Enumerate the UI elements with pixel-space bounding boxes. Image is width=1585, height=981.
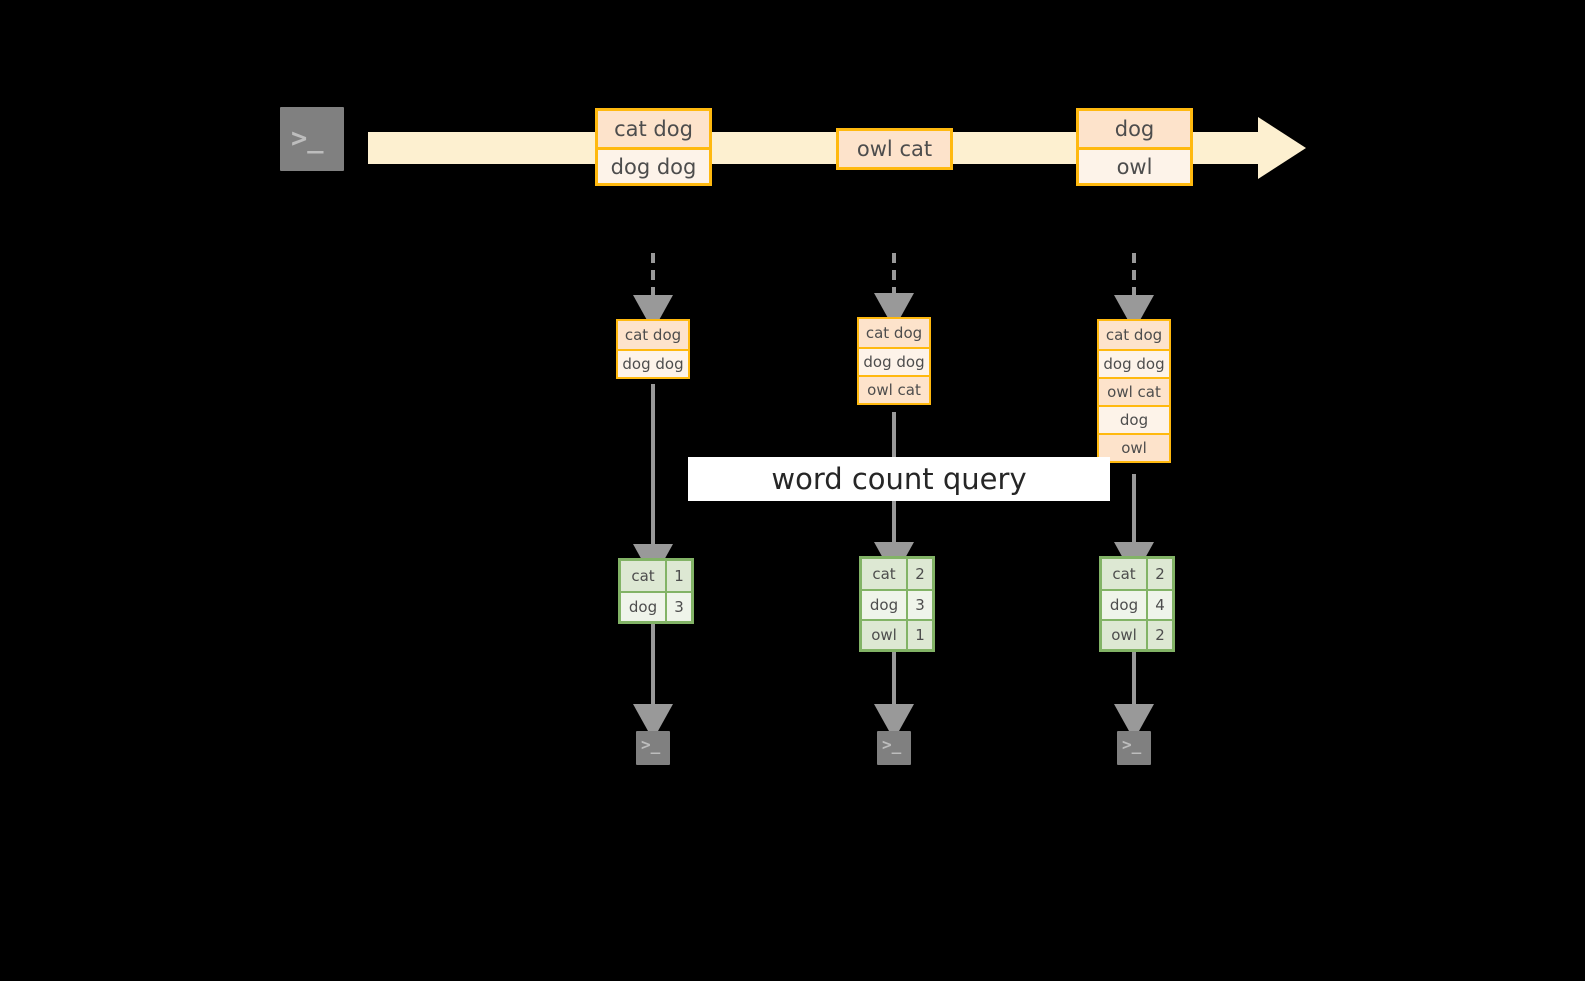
- stream-batch-1: cat dog dog dog: [595, 108, 712, 186]
- terminal-screen: [280, 107, 344, 171]
- snapshot-1-records: cat dog dog dog: [616, 319, 690, 379]
- table-row: dog 3: [862, 589, 932, 619]
- sink-terminal-icon-2: >_: [868, 722, 920, 774]
- snapshot-3-records: cat dog dog dog owl cat dog owl: [1097, 319, 1171, 463]
- table-row: cat 2: [862, 559, 932, 589]
- result-table-3: cat 2 dog 4 owl 2: [1099, 556, 1175, 652]
- terminal-prompt-glyph: >_: [291, 123, 324, 154]
- terminal-screen: [1117, 731, 1151, 765]
- record-cell: owl cat: [859, 375, 929, 403]
- terminal-prompt-glyph: >_: [882, 735, 902, 754]
- record-cell: owl cat: [839, 131, 950, 167]
- word-cell: owl: [862, 621, 906, 649]
- record-cell: dog: [1099, 405, 1169, 433]
- sink-terminal-icon-3: >_: [1108, 722, 1160, 774]
- word-cell: dog: [1102, 591, 1146, 619]
- count-cell: 2: [1146, 559, 1172, 589]
- record-cell: dog dog: [1099, 349, 1169, 377]
- terminal-screen: [636, 731, 670, 765]
- record-cell: dog: [1079, 111, 1190, 147]
- stream-batch-2: owl cat: [836, 128, 953, 170]
- record-cell: dog dog: [598, 147, 709, 183]
- table-row: dog 3: [621, 591, 691, 621]
- record-cell: cat dog: [598, 111, 709, 147]
- result-table-1: cat 1 dog 3: [618, 558, 694, 624]
- count-cell: 2: [1146, 621, 1172, 649]
- record-cell: cat dog: [1099, 321, 1169, 349]
- word-cell: cat: [862, 559, 906, 589]
- source-terminal-icon: >_: [269, 96, 355, 182]
- record-cell: dog dog: [859, 347, 929, 375]
- snapshot-2-records: cat dog dog dog owl cat: [857, 317, 931, 405]
- record-cell: owl cat: [1099, 377, 1169, 405]
- count-cell: 1: [665, 561, 691, 591]
- terminal-screen: [877, 731, 911, 765]
- table-row: cat 1: [621, 561, 691, 591]
- query-label: word count query: [688, 457, 1110, 501]
- record-cell: owl: [1099, 433, 1169, 461]
- count-cell: 2: [906, 559, 932, 589]
- table-row: owl 2: [1102, 619, 1172, 649]
- count-cell: 3: [665, 593, 691, 621]
- table-row: cat 2: [1102, 559, 1172, 589]
- count-cell: 4: [1146, 591, 1172, 619]
- table-row: dog 4: [1102, 589, 1172, 619]
- sink-terminal-icon-1: >_: [627, 722, 679, 774]
- count-cell: 3: [906, 591, 932, 619]
- word-cell: cat: [621, 561, 665, 591]
- table-row: owl 1: [862, 619, 932, 649]
- word-cell: dog: [862, 591, 906, 619]
- terminal-prompt-glyph: >_: [1122, 735, 1142, 754]
- record-cell: dog dog: [618, 349, 688, 377]
- record-cell: cat dog: [618, 321, 688, 349]
- record-cell: owl: [1079, 147, 1190, 183]
- word-cell: cat: [1102, 559, 1146, 589]
- word-cell: owl: [1102, 621, 1146, 649]
- result-table-2: cat 2 dog 3 owl 1: [859, 556, 935, 652]
- count-cell: 1: [906, 621, 932, 649]
- terminal-prompt-glyph: >_: [641, 735, 661, 754]
- stream-batch-3: dog owl: [1076, 108, 1193, 186]
- word-cell: dog: [621, 593, 665, 621]
- record-cell: cat dog: [859, 319, 929, 347]
